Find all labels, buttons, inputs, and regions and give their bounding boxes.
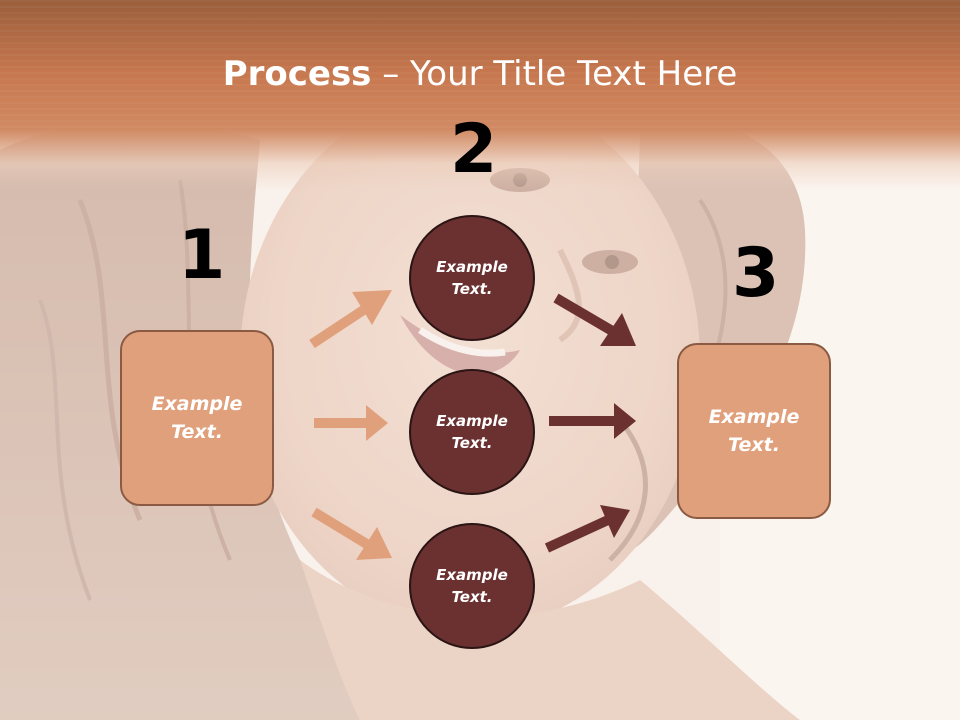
circle-middle: Example Text. [409,369,535,495]
title-rest-part: – Your Title Text Here [371,54,738,94]
title-band [0,0,960,190]
step-1-box-line-1: Example [151,392,243,415]
circle-bottom-line-2: Text. [451,588,493,606]
step-1-box: Example Text. [120,330,274,506]
circle-bottom-line-1: Example [436,565,508,584]
circle-middle-line-1: Example [436,411,508,430]
step-number-1: 1 [178,216,226,295]
arrow-from-circle-middle [549,403,636,439]
step-3-box-line-1: Example [708,405,800,428]
step-number-3: 3 [732,234,780,313]
circle-top-line-2: Text. [451,280,493,298]
step-3-box-line-2: Text. [728,434,780,456]
circle-bottom: Example Text. [409,523,535,649]
step-1-box-line-2: Text. [171,421,223,443]
title-bold-part: Process [222,54,372,94]
circle-top-line-1: Example [436,257,508,276]
title-band-texture [0,0,960,130]
step-number-2: 2 [450,110,498,189]
circle-middle-line-2: Text. [451,434,493,452]
arrow-from-circle-bottom [544,505,630,553]
step-3-box: Example Text. [677,343,831,519]
arrow-from-circle-top [553,293,636,346]
slide-title: Process – Your Title Text Here [0,54,960,94]
arrow-to-circle-top [309,290,392,349]
arrow-to-circle-middle [314,405,388,441]
arrow-to-circle-bottom [311,507,392,560]
circle-top: Example Text. [409,215,535,341]
